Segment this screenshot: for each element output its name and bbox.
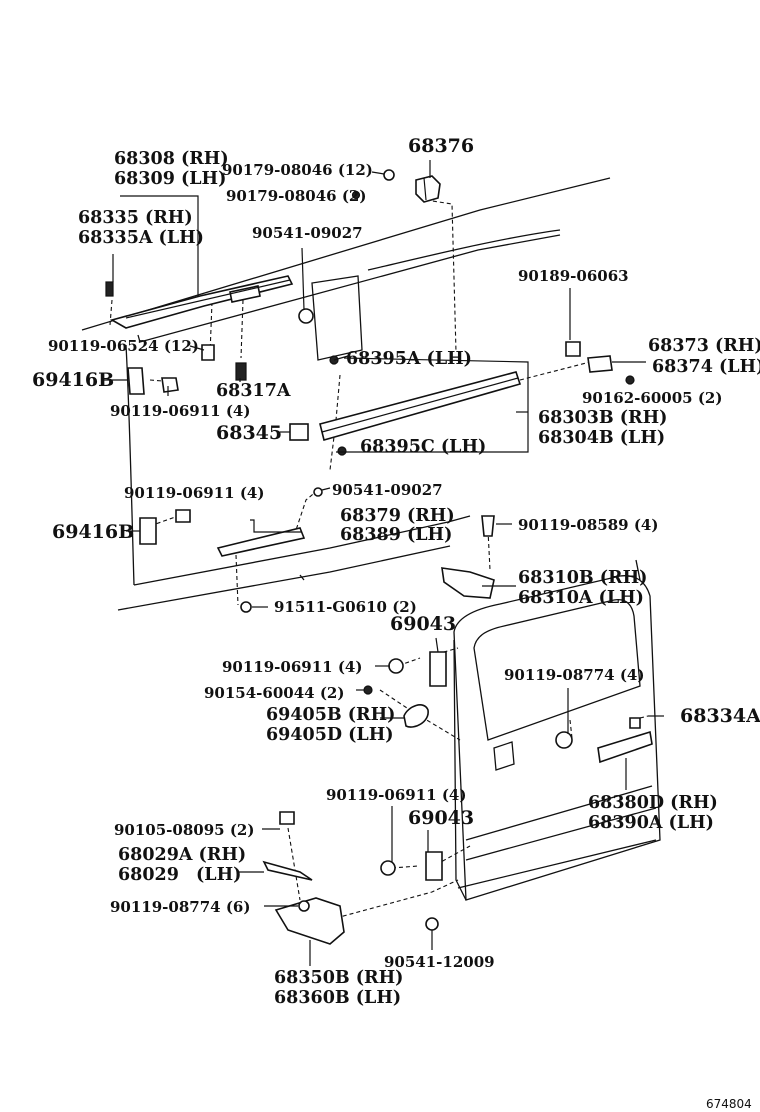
- upper-bracket: [415, 175, 441, 203]
- part-label: 90119-06911 (4): [326, 786, 466, 804]
- part-label: 68310A (LH): [518, 588, 644, 608]
- part-label: 68379 (RH): [340, 506, 455, 526]
- part-label: 90119-08774 (6): [110, 898, 250, 916]
- part-label: 90119-06524 (12): [48, 337, 199, 355]
- part-label: 69405B (RH): [266, 705, 395, 725]
- part-label: 68376: [408, 135, 474, 157]
- part-label: 68374 (LH): [652, 357, 760, 377]
- part-label: 68317A: [216, 381, 291, 401]
- part-label: 68029: [118, 865, 179, 885]
- part-label: 69043: [390, 613, 456, 635]
- small-fasteners: [105, 169, 635, 613]
- part-label: 68395A (LH): [346, 349, 472, 369]
- part-label: 68309 (LH): [114, 169, 226, 189]
- part-label: 68373 (RH): [648, 336, 760, 356]
- part-label: 90541-12009: [384, 953, 495, 971]
- lower-rail-assembly: [319, 371, 522, 441]
- part-label: 68304B (LH): [538, 428, 665, 448]
- part-label: 90179-08046 (2): [226, 187, 366, 205]
- upper-rail-assembly: [109, 275, 294, 329]
- part-label: 90541-09027: [252, 224, 363, 242]
- part-label: 68334A: [680, 705, 760, 727]
- part-label: 90119-06911 (4): [110, 402, 250, 420]
- part-label: 90119-08774 (4): [504, 666, 644, 684]
- door-stoppers-and-hinges: [262, 651, 653, 945]
- part-label: 90162-60005 (2): [582, 389, 722, 407]
- part-label: 68350B (RH): [274, 968, 403, 988]
- part-label: 90189-06063: [518, 267, 629, 285]
- part-label: 68390A (LH): [588, 813, 714, 833]
- leader-lines: [102, 160, 664, 966]
- part-label: (LH): [196, 865, 241, 885]
- part-label: 69416B: [52, 521, 134, 543]
- part-label: 90541-09027: [332, 481, 443, 499]
- part-label: 68029A (RH): [118, 845, 246, 865]
- part-label: 69416B: [32, 369, 114, 391]
- part-label: 68308 (RH): [114, 149, 229, 169]
- part-label: 68380D (RH): [588, 793, 718, 813]
- part-label: 90105-08095 (2): [114, 821, 254, 839]
- part-label: 69405D (LH): [266, 725, 394, 745]
- part-label: 68395C (LH): [360, 437, 486, 457]
- part-label: 68303B (RH): [538, 408, 667, 428]
- part-label: 90119-08589 (4): [518, 516, 658, 534]
- vehicle-body-outline: [81, 177, 661, 901]
- part-label: 68310B (RH): [518, 568, 647, 588]
- part-label: 68335 (RH): [78, 208, 193, 228]
- reference-number: 674804: [706, 1097, 752, 1111]
- part-label: 91511-G0610 (2): [274, 598, 417, 616]
- part-label: 68389 (LH): [340, 525, 452, 545]
- part-label: 68360B (LH): [274, 988, 401, 1008]
- part-labels: 68308 (RH) 68309 (LH) 90179-08046 (12) 9…: [32, 135, 760, 1008]
- part-label: 90119-06911 (4): [222, 658, 362, 676]
- part-label: 90154-60044 (2): [204, 684, 344, 702]
- part-label: 68335A (LH): [78, 228, 204, 248]
- part-label: 90119-06911 (4): [124, 484, 264, 502]
- part-label: 68345: [216, 422, 282, 444]
- part-label: 90179-08046 (12): [222, 161, 373, 179]
- part-label: 69043: [408, 807, 474, 829]
